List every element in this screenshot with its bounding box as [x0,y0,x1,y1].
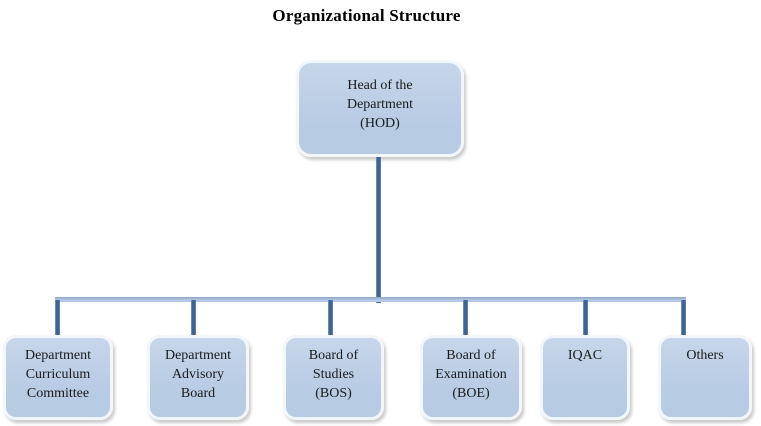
node-others: Others [658,335,752,420]
node-iqac: IQAC [540,335,630,420]
connector-stub-6 [681,300,686,336]
connector-stub-1 [55,300,60,336]
connector-horizontal-rail [55,297,686,302]
connector-root-vertical [376,157,381,303]
node-board-of-examination: Board of Examination (BOE) [420,335,522,420]
node-board-of-studies: Board of Studies (BOS) [283,335,384,420]
node-department-advisory-board: Department Advisory Board [147,335,249,420]
node-department-curriculum-committee: Department Curriculum Committee [3,335,113,420]
connector-stub-4 [463,300,468,336]
connector-stub-3 [328,300,333,336]
connector-stub-2 [191,300,196,336]
node-hod: Head of the Department (HOD) [296,60,464,157]
diagram-title: Organizational Structure [272,6,461,25]
connector-stub-5 [583,300,588,336]
